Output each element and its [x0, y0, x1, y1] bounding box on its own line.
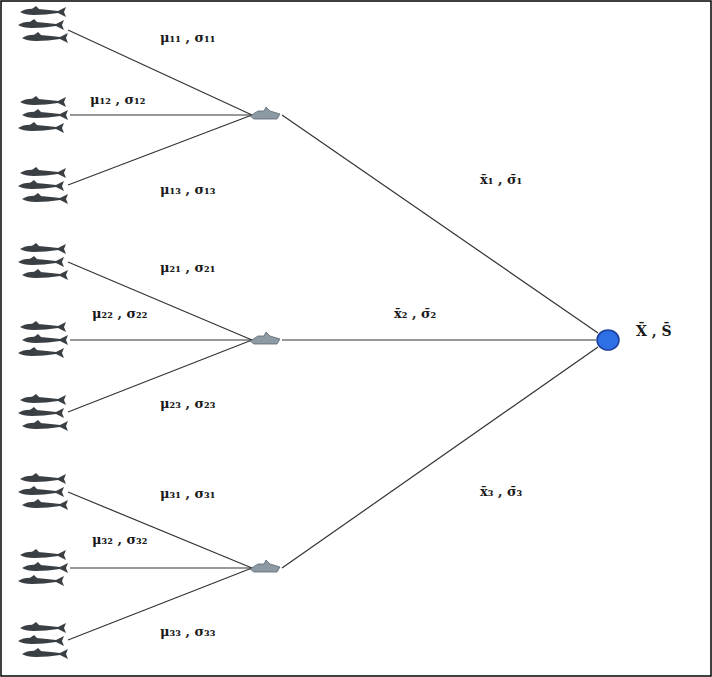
fish-icon	[20, 243, 66, 254]
link-line	[70, 114, 252, 115]
boat-icon	[250, 107, 280, 119]
link-line	[282, 347, 598, 568]
fish-icon	[20, 167, 66, 178]
fish-icon	[20, 96, 66, 107]
edge-label: μ₂₁ , σ₂₁	[158, 260, 217, 276]
edge-label: μ₁₃ , σ₁₃	[158, 182, 217, 198]
link-line	[282, 115, 598, 333]
fish-icon	[22, 562, 68, 573]
fish-icon	[20, 321, 66, 332]
link-line	[68, 568, 252, 640]
node-circle	[596, 328, 620, 352]
edge-label: x̄₃ , σ̄₃	[478, 484, 524, 500]
fish-icon	[18, 575, 64, 586]
link-line	[68, 30, 252, 115]
link-line	[68, 492, 252, 568]
boats	[250, 107, 280, 572]
fish-icon	[22, 648, 68, 659]
link-lines	[68, 30, 598, 640]
fish-icon	[20, 622, 66, 633]
boat-icon	[250, 560, 280, 572]
fish-icon	[22, 109, 68, 120]
fish-icon	[22, 334, 68, 345]
edge-label: μ₃₂ , σ₃₂	[90, 532, 149, 548]
fish-icon	[22, 499, 68, 510]
fish-icon	[18, 407, 64, 418]
fish-icon	[18, 486, 64, 497]
fish-icon	[18, 347, 64, 358]
edge-label: μ₂₃ , σ₂₃	[158, 396, 217, 412]
edge-label: μ₂₂ , σ₂₂	[90, 306, 149, 322]
fish-icon	[18, 180, 64, 191]
boat-icon	[250, 332, 280, 344]
edge-label: μ₃₃ , σ₃₃	[158, 624, 217, 640]
link-line	[68, 340, 252, 412]
edge-label: μ₁₁ , σ₁₁	[158, 30, 217, 46]
link-line	[70, 339, 252, 340]
fish-icon	[22, 420, 68, 431]
result-node: X̄ , S̄	[596, 328, 620, 352]
fish-icon	[18, 122, 64, 133]
fish-icon	[20, 6, 66, 17]
fish-icon	[22, 269, 68, 280]
node-circle-shape	[597, 330, 619, 350]
edge-label: μ₁₂ , σ₁₂	[88, 92, 147, 108]
edge-label: x̄₂ , σ̄₂	[392, 306, 438, 322]
edge-label: μ₃₁ , σ₃₁	[158, 486, 217, 502]
link-line	[70, 567, 252, 568]
edge-label: x̄₁ , σ̄₁	[478, 172, 524, 188]
node-label: X̄ , S̄	[634, 322, 674, 340]
fish-icon	[22, 32, 68, 43]
fish-icon	[18, 635, 64, 646]
fish-icon	[22, 193, 68, 204]
link-line	[282, 339, 596, 340]
fish-icon	[18, 256, 64, 267]
link-line	[68, 115, 252, 185]
fish-icon	[20, 394, 66, 405]
fish-icon	[18, 19, 64, 30]
fish-icon	[20, 549, 66, 560]
fish-icon	[20, 473, 66, 484]
fish-column	[18, 6, 68, 659]
